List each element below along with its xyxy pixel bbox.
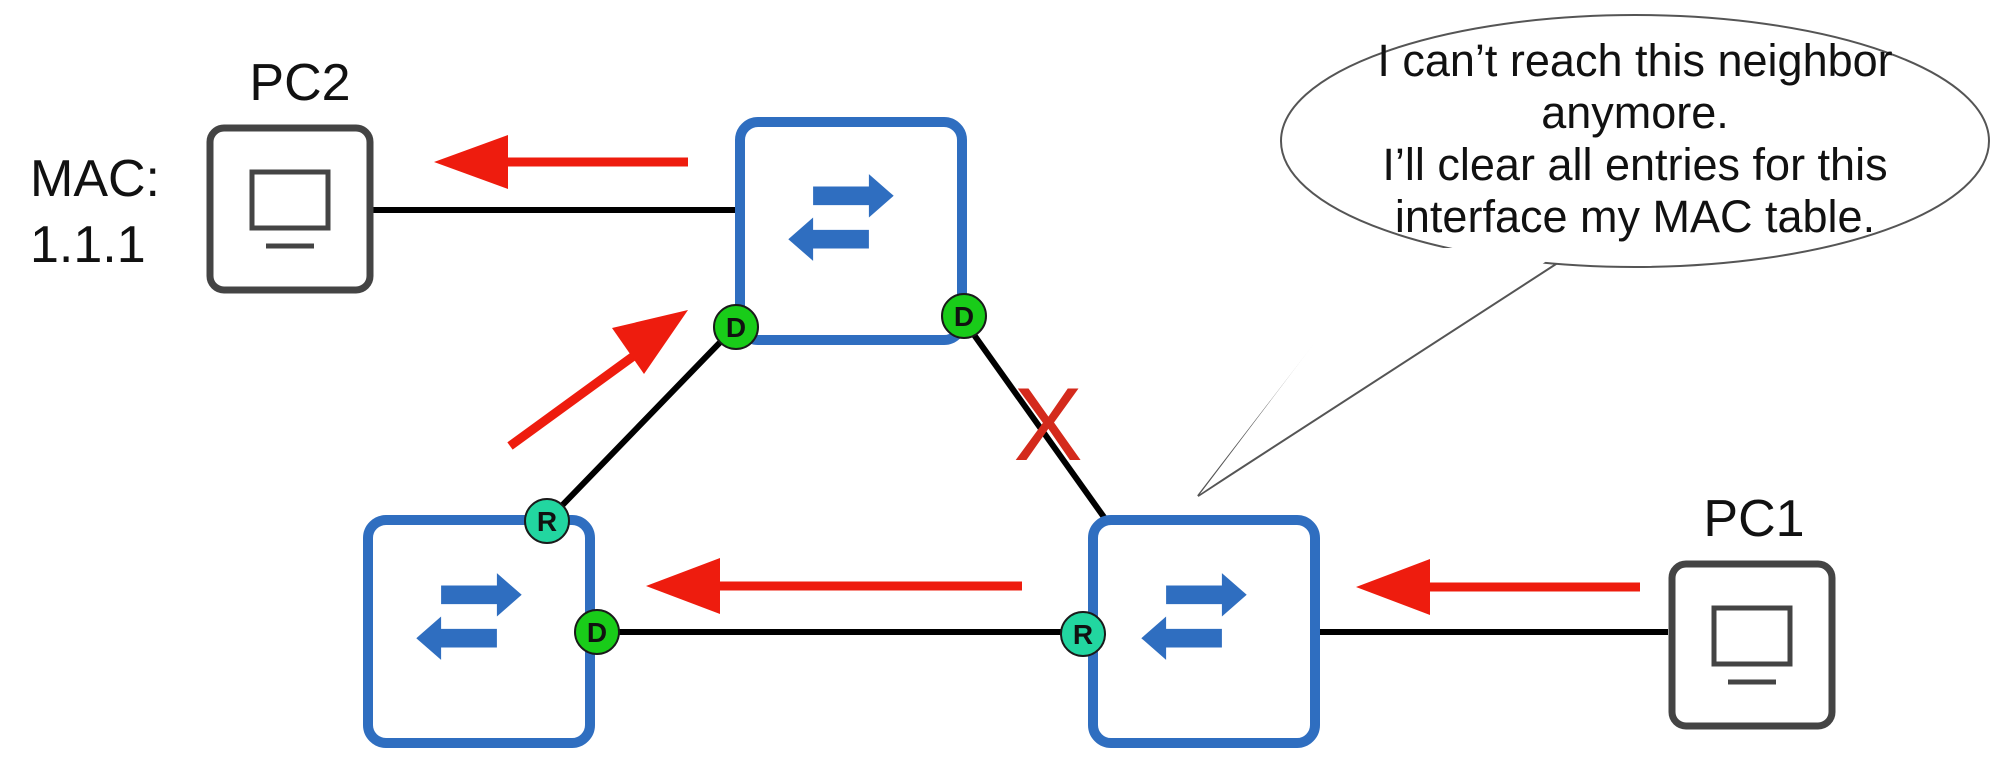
svg-text:R: R bbox=[1073, 619, 1093, 650]
callout-line-1: I can’t reach this neighbor bbox=[1377, 35, 1892, 86]
speech-bubble: I can’t reach this neighbor anymore. I’l… bbox=[1197, 14, 1990, 497]
link-top-right-switch-failed bbox=[959, 316, 1109, 522]
port-top-right-designated: D bbox=[941, 293, 987, 339]
svg-text:D: D bbox=[587, 617, 607, 648]
mac-value: 1.1.1 bbox=[30, 216, 146, 274]
svg-text:R: R bbox=[537, 506, 557, 537]
pc2-label: PC2 bbox=[249, 54, 350, 112]
link-failure-x: X bbox=[1013, 367, 1082, 483]
switch-top[interactable] bbox=[735, 117, 967, 345]
port-left-top-root: R bbox=[524, 498, 570, 544]
svg-text:D: D bbox=[726, 312, 746, 343]
arrow-pc1-to-right-switch bbox=[1356, 559, 1640, 615]
arrow-up-left-to-top bbox=[507, 310, 688, 450]
callout-line-3: I’ll clear all entries for this bbox=[1382, 139, 1887, 190]
switch-right[interactable] bbox=[1088, 515, 1320, 748]
switch-left[interactable] bbox=[363, 515, 595, 748]
pc2[interactable] bbox=[206, 124, 374, 294]
callout-line-2: anymore. bbox=[1541, 87, 1729, 138]
pc1-label: PC1 bbox=[1703, 490, 1804, 548]
port-right-left-root: R bbox=[1060, 611, 1106, 657]
mac-label: MAC: bbox=[30, 150, 160, 208]
pc1[interactable] bbox=[1668, 560, 1836, 730]
svg-text:D: D bbox=[954, 301, 974, 332]
link-top-left-switch bbox=[545, 327, 735, 523]
monitor-icon bbox=[249, 169, 331, 249]
arrow-to-pc2 bbox=[434, 135, 688, 189]
monitor-icon bbox=[1711, 605, 1793, 685]
callout-line-4: interface my MAC table. bbox=[1395, 191, 1875, 242]
port-left-right-designated: D bbox=[574, 609, 620, 655]
arrow-to-left-switch bbox=[646, 558, 1022, 614]
port-top-left-designated: D bbox=[713, 304, 759, 350]
